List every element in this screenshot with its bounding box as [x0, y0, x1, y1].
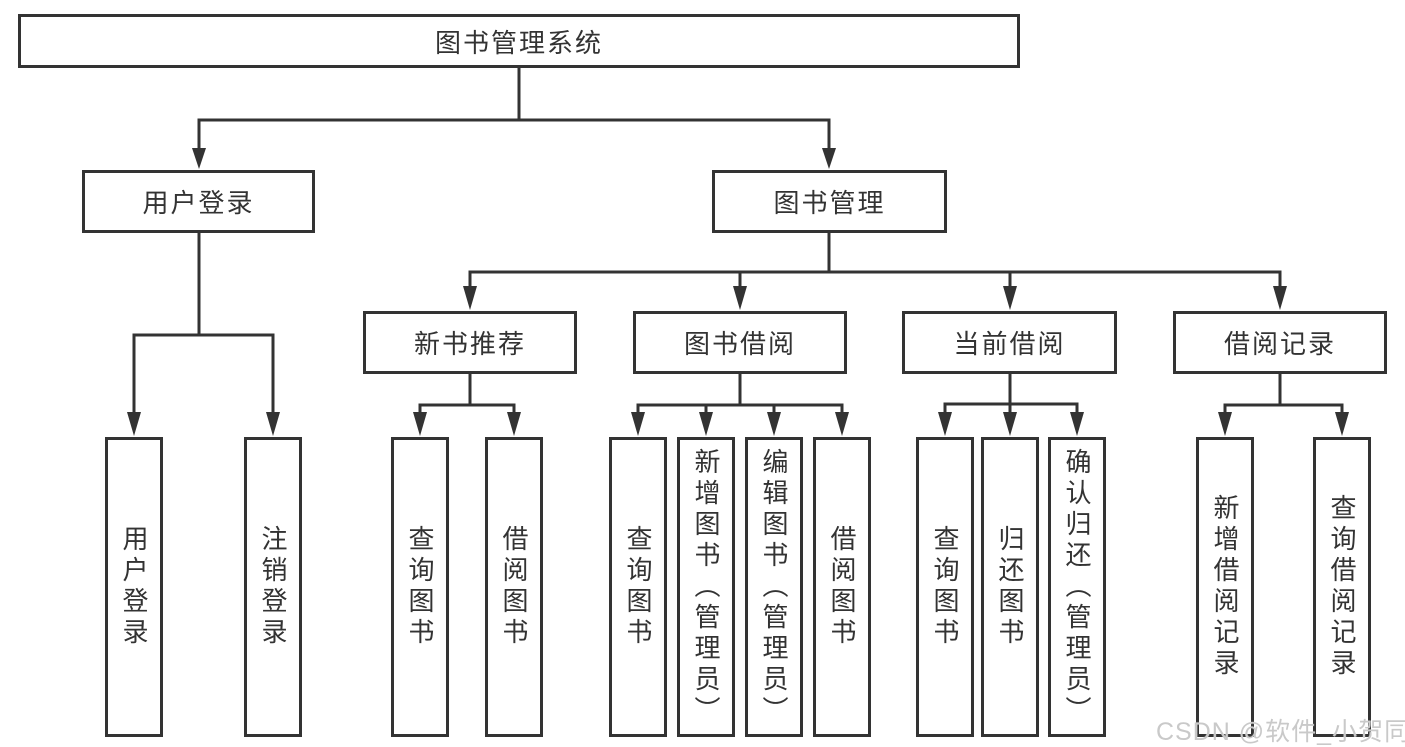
connector-borrowing-records-children: [1218, 374, 1349, 436]
leaf-current-query-books: 查询图书: [916, 437, 974, 737]
node-book-management: 图书管理: [712, 170, 947, 233]
leaf-borrowing-borrow-books: 借阅图书: [813, 437, 871, 737]
connector-new-book-children: [413, 374, 521, 436]
connector-root-to-level2: [192, 68, 836, 169]
leaf-recommend-borrow-books: 借阅图书: [485, 437, 543, 737]
leaf-recommend-query-books: 查询图书: [391, 437, 449, 737]
leaf-logout: 注销登录: [244, 437, 302, 737]
leaf-borrowing-query-books: 查询图书: [609, 437, 667, 737]
leaf-current-confirm-return-admin: 确认归还（管理员）: [1048, 437, 1106, 737]
leaf-current-return-books: 归还图书: [981, 437, 1039, 737]
connector-user-login-children: [127, 233, 280, 436]
connector-current-borrowing-children: [938, 374, 1084, 436]
node-borrowing-records: 借阅记录: [1173, 311, 1387, 374]
node-book-borrowing: 图书借阅: [633, 311, 847, 374]
node-user-login: 用户登录: [82, 170, 315, 233]
leaf-records-add-borrow-record: 新增借阅记录: [1196, 437, 1254, 737]
connector-book-management-children: [463, 233, 1287, 310]
node-current-borrowing: 当前借阅: [902, 311, 1117, 374]
node-root-system: 图书管理系统: [18, 14, 1020, 68]
leaf-borrowing-edit-book-admin: 编辑图书（管理员）: [745, 437, 803, 737]
node-new-book-recommendation: 新书推荐: [363, 311, 577, 374]
leaf-borrowing-add-book-admin: 新增图书（管理员）: [677, 437, 735, 737]
connector-book-borrowing-children: [631, 374, 849, 436]
leaf-user-login: 用户登录: [105, 437, 163, 737]
leaf-records-query-borrow-record: 查询借阅记录: [1313, 437, 1371, 737]
watermark: CSDN @软件_小贺同学: [1156, 718, 1405, 746]
